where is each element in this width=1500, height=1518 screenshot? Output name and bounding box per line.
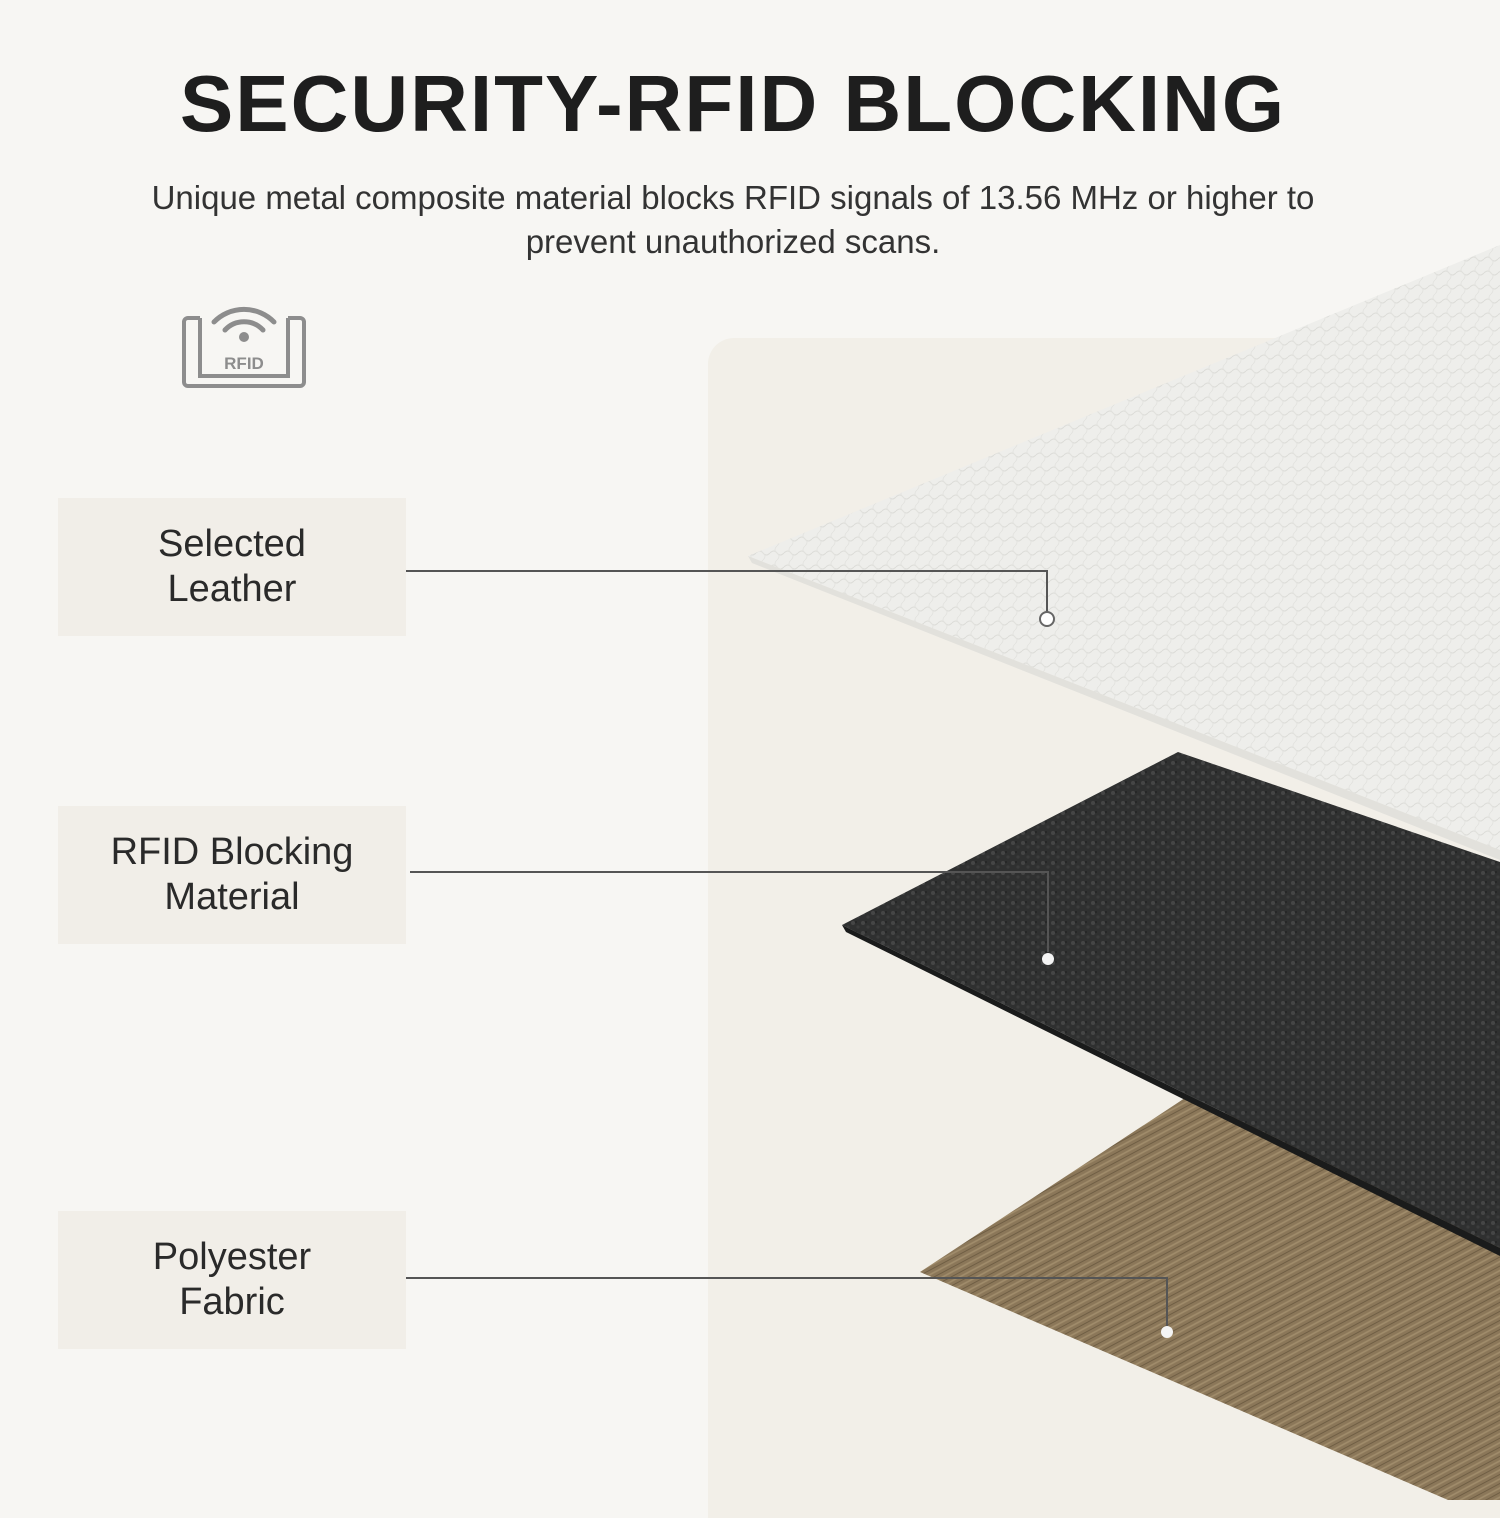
label-line-2: Material bbox=[164, 876, 300, 918]
label-line-1: Selected bbox=[158, 523, 306, 565]
blocking-leader-line bbox=[410, 871, 1049, 952]
label-line-1: RFID Blocking bbox=[110, 831, 354, 873]
fabric-leader-line bbox=[406, 1277, 1168, 1326]
polyester-fabric-layer bbox=[920, 1098, 1500, 1500]
rfid-blocking-layer bbox=[842, 752, 1500, 1248]
rfid-badge: RFID bbox=[178, 292, 310, 392]
page-subtitle: Unique metal composite material blocks R… bbox=[151, 179, 1315, 260]
blocking-marker-dot bbox=[1042, 953, 1054, 965]
rfid-badge-text: RFID bbox=[224, 354, 264, 373]
label-selected-leather: Selected Leather bbox=[58, 498, 406, 636]
page-title: SECURITY-RFID BLOCKING bbox=[179, 59, 1287, 148]
label-line-1: Polyester bbox=[152, 1236, 312, 1278]
leather-layer bbox=[748, 245, 1500, 850]
label-line-2: Fabric bbox=[179, 1281, 285, 1323]
fabric-marker-dot bbox=[1161, 1326, 1173, 1338]
label-line-2: Leather bbox=[167, 568, 297, 610]
leather-marker-dot bbox=[1039, 611, 1055, 627]
rfid-wifi-icon: RFID bbox=[182, 306, 306, 388]
leather-leader-line bbox=[406, 570, 1048, 612]
label-rfid-blocking-material: RFID Blocking Material bbox=[58, 806, 406, 944]
label-polyester-fabric: Polyester Fabric bbox=[58, 1211, 406, 1349]
